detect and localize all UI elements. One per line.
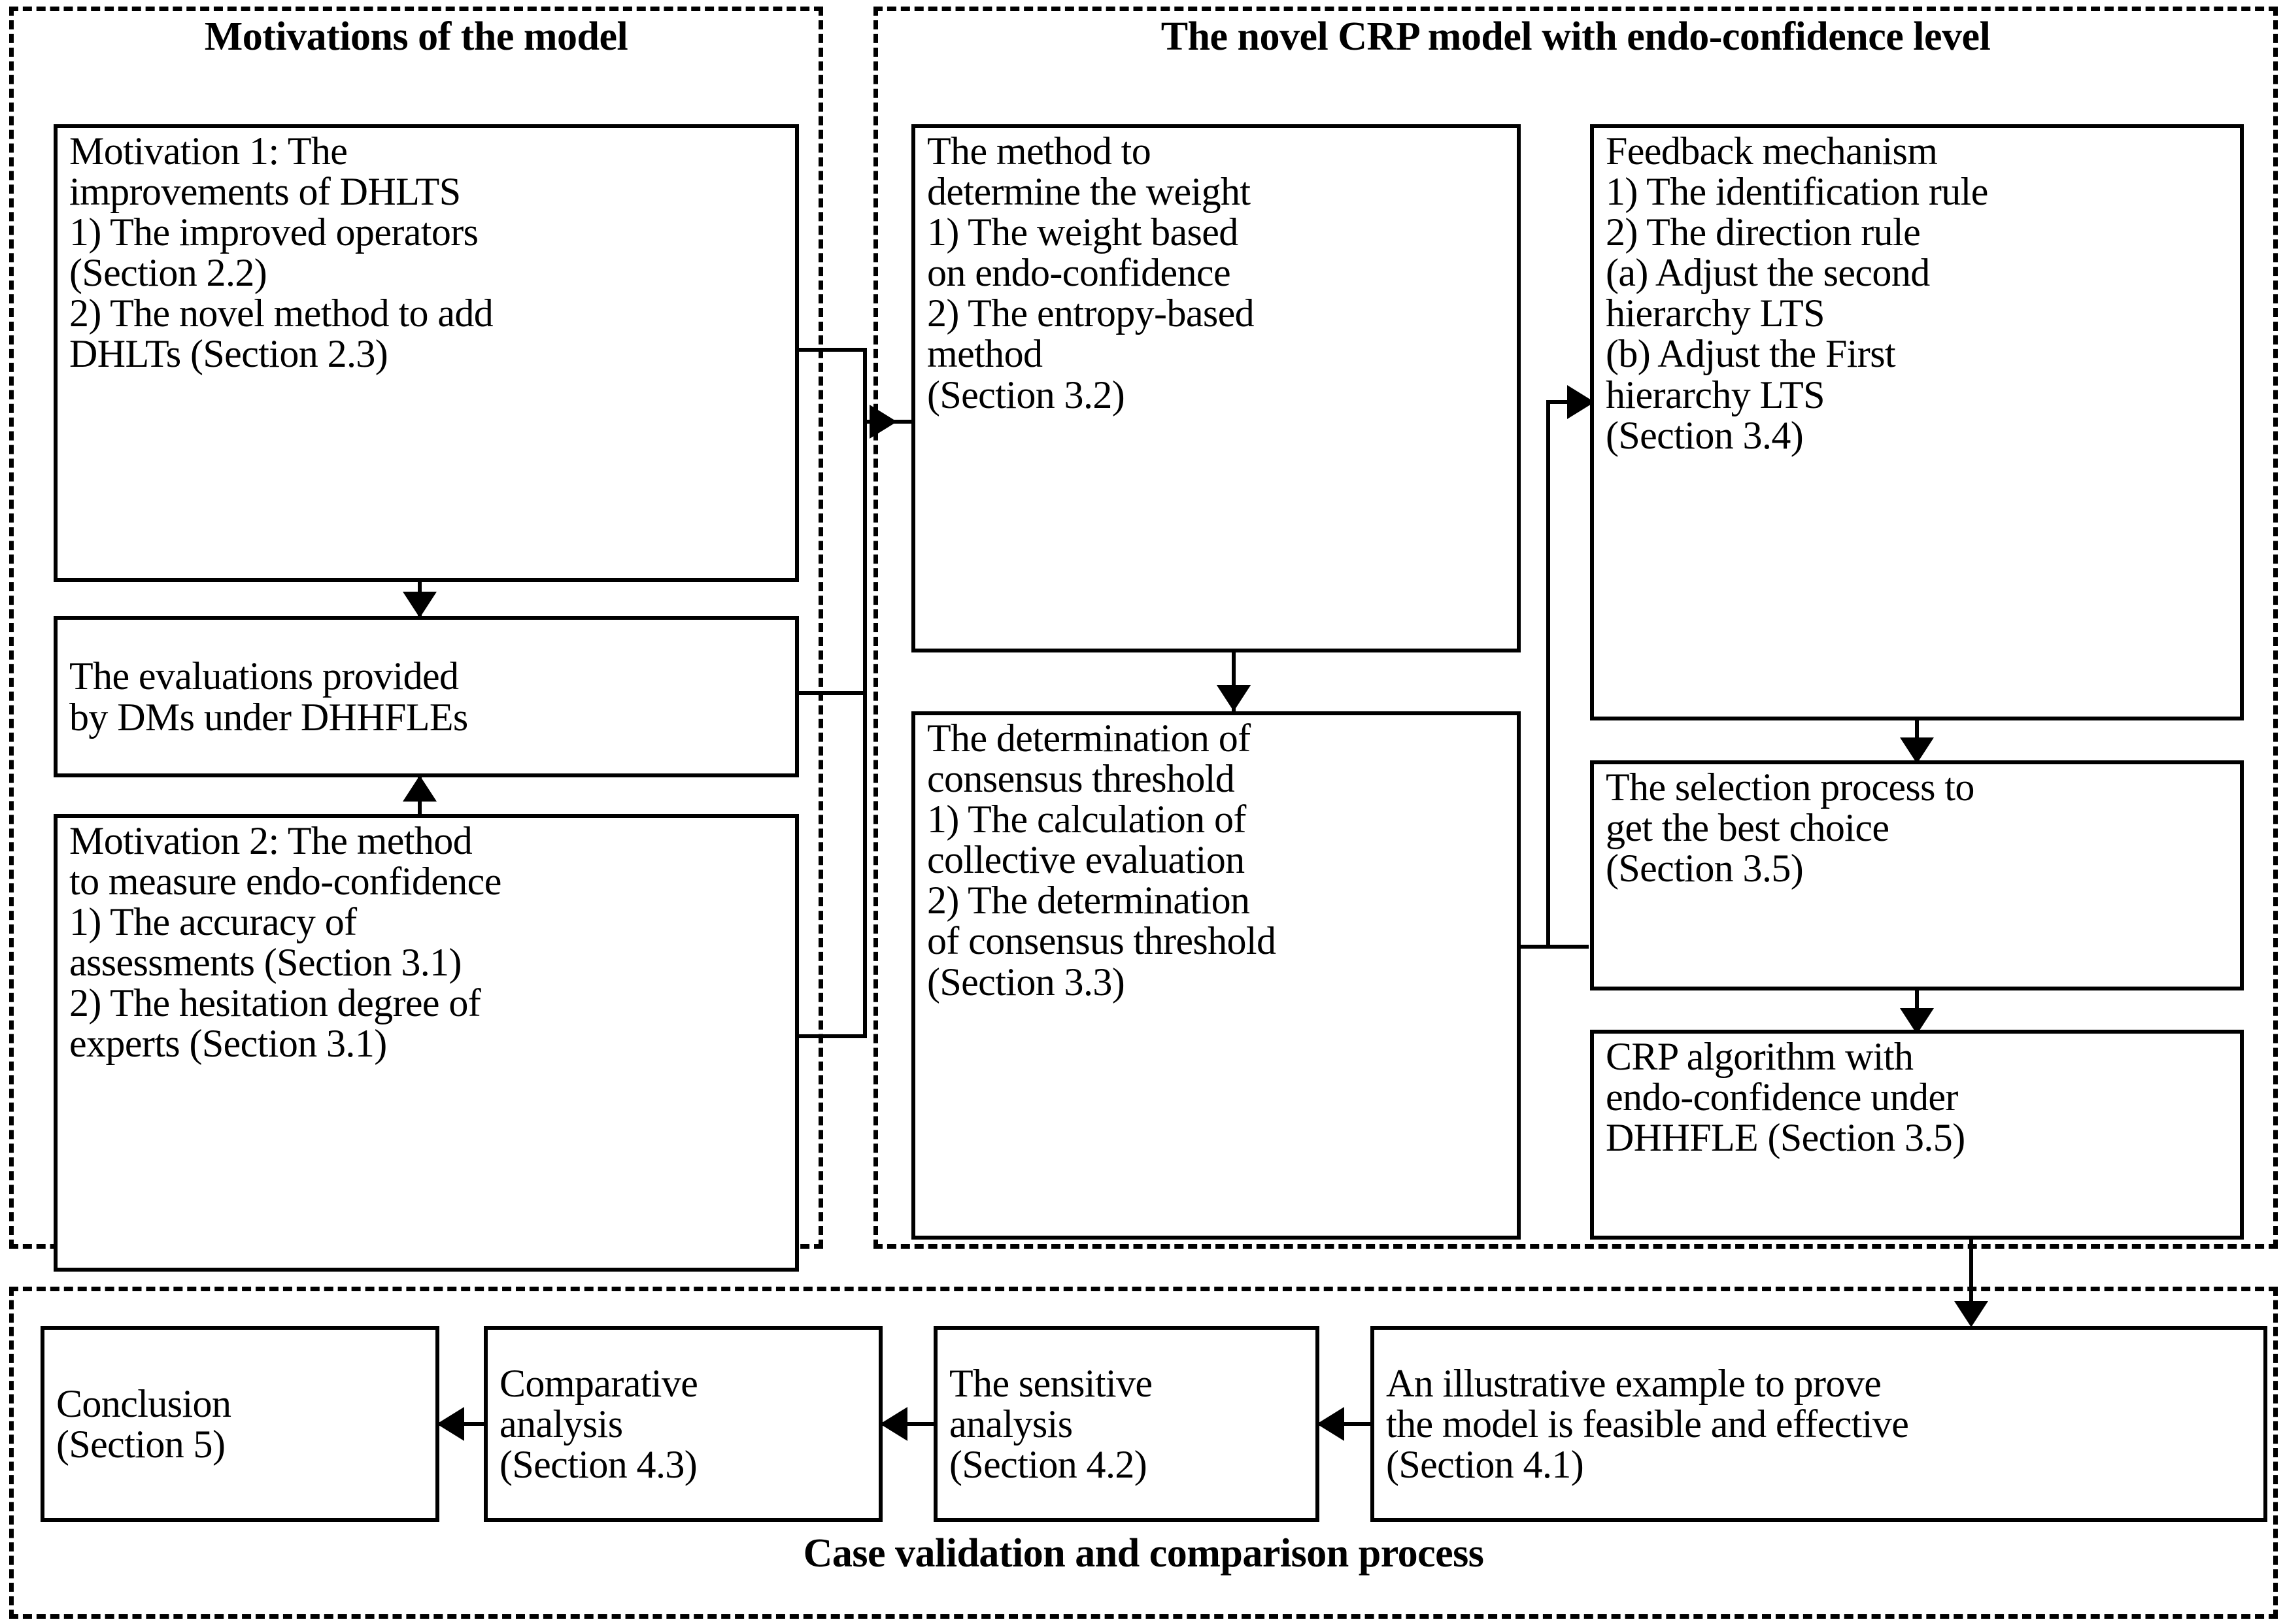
connector-stub-motivation1 (795, 348, 867, 352)
box-motivation-1-line-3: (Section 2.2) (69, 251, 267, 295)
box-comparative-analysis-line-2: (Section 4.3) (499, 1443, 698, 1487)
box-feedback-mechanism-line-6: hierarchy LTS (1606, 373, 1825, 416)
box-motivation-2-line-4: 2) The hesitation degree of (69, 981, 481, 1025)
box-weight-method-line-4: 2) The entropy-based (927, 292, 1255, 335)
box-comparative-analysis-line-1: analysis (499, 1402, 623, 1446)
box-consensus-threshold-line-2: 1) The calculation of (927, 798, 1246, 841)
box-evaluations[interactable]: The evaluations provided by DMs under DH… (54, 616, 799, 777)
panel-model-title: The novel CRP model with endo-confidence… (1160, 14, 1991, 59)
box-consensus-threshold-line-6: (Section 3.3) (927, 960, 1125, 1004)
arrow-weight-to-consensus (1217, 685, 1251, 711)
box-motivation-1-line-0: Motivation 1: The (69, 129, 348, 173)
box-crp-algorithm-line-2: DHHFLE (Section 3.5) (1606, 1116, 1965, 1160)
box-feedback-mechanism-line-3: (a) Adjust the second (1606, 251, 1930, 295)
box-comparative-analysis-line-0: Comparative (499, 1361, 698, 1405)
box-weight-method[interactable]: The method to determine the weight 1) Th… (911, 124, 1521, 652)
box-consensus-threshold-line-4: 2) The determination (927, 879, 1250, 922)
connector-crp-to-example (1969, 1240, 1973, 1323)
connector-consensus-riser (1546, 400, 1550, 949)
box-consensus-threshold-line-1: consensus threshold (927, 757, 1235, 801)
box-conclusion[interactable]: Conclusion (Section 5) (41, 1326, 439, 1522)
box-feedback-mechanism-line-4: hierarchy LTS (1606, 292, 1825, 335)
box-consensus-threshold-line-3: collective evaluation (927, 838, 1245, 882)
box-crp-algorithm-line-0: CRP algorithm with (1606, 1035, 1914, 1078)
box-weight-method-line-6: (Section 3.2) (927, 373, 1125, 416)
box-feedback-mechanism-line-1: 1) The identification rule (1606, 170, 1988, 214)
panel-motivations-title: Motivations of the model (204, 14, 628, 59)
arrow-motivation1-to-evaluations (403, 592, 437, 618)
box-motivation-2-line-2: 1) The accuracy of (69, 900, 357, 944)
panel-case-title: Case validation and comparison process (803, 1531, 1484, 1576)
box-motivation-1[interactable]: Motivation 1: The improvements of DHLTS … (54, 124, 799, 582)
box-conclusion-line-1: (Section 5) (56, 1423, 226, 1466)
box-selection-process-line-2: (Section 3.5) (1606, 847, 1804, 890)
arrow-crp-to-example (1954, 1301, 1988, 1327)
box-crp-algorithm-line-1: endo-confidence under (1606, 1075, 1958, 1119)
box-feedback-mechanism-line-7: (Section 3.4) (1606, 413, 1804, 457)
box-motivation-1-line-1: improvements of DHLTS (69, 170, 461, 214)
box-motivation-2[interactable]: Motivation 2: The method to measure endo… (54, 814, 799, 1272)
box-illustrative-example-line-1: the model is feasible and effective (1386, 1402, 1909, 1446)
connector-left-bus (863, 348, 867, 1038)
box-illustrative-example[interactable]: An illustrative example to prove the mod… (1370, 1326, 2267, 1522)
box-motivation-1-line-2: 1) The improved operators (69, 211, 479, 254)
box-consensus-threshold-line-5: of consensus threshold (927, 919, 1276, 963)
box-weight-method-line-1: determine the weight (927, 170, 1251, 214)
panel-case (9, 1287, 2278, 1619)
panel-model (873, 7, 2278, 1249)
box-motivation-2-line-3: assessments (Section 3.1) (69, 941, 462, 985)
box-evaluations-line-0: The evaluations provided (69, 654, 459, 698)
box-consensus-threshold[interactable]: The determination of consensus threshold… (911, 711, 1521, 1240)
box-motivation-1-line-4: 2) The novel method to add (69, 292, 494, 335)
arrow-feedback-to-selection (1900, 737, 1934, 764)
connector-consensus-stub (1517, 945, 1589, 949)
box-illustrative-example-line-2: (Section 4.1) (1386, 1443, 1584, 1487)
box-feedback-mechanism-line-2: 2) The direction rule (1606, 211, 1921, 254)
connector-weight-to-consensus (1232, 652, 1236, 711)
box-conclusion-line-0: Conclusion (56, 1381, 231, 1425)
box-feedback-mechanism-line-0: Feedback mechanism (1606, 129, 1938, 173)
connector-stub-motivation2 (795, 1034, 867, 1038)
box-sensitive-analysis-line-0: The sensitive (949, 1361, 1153, 1405)
connector-left-bus-to-weight (863, 420, 935, 424)
arrow-comparative-to-conclusion (437, 1407, 464, 1441)
box-sensitive-analysis[interactable]: The sensitive analysis (Section 4.2) (934, 1326, 1319, 1522)
box-motivation-2-line-0: Motivation 2: The method (69, 819, 473, 862)
box-illustrative-example-line-0: An illustrative example to prove (1386, 1361, 1882, 1405)
box-evaluations-line-1: by DMs under DHHFLEs (69, 695, 468, 739)
box-weight-method-line-5: method (927, 332, 1043, 376)
box-selection-process-line-0: The selection process to (1606, 766, 1974, 809)
box-weight-method-line-2: 1) The weight based (927, 211, 1238, 254)
box-feedback-mechanism[interactable]: Feedback mechanism 1) The identification… (1590, 124, 2244, 720)
box-weight-method-line-3: on endo-confidence (927, 251, 1231, 295)
box-motivation-1-line-5: DHLTs (Section 2.3) (69, 332, 388, 376)
box-consensus-threshold-line-0: The determination of (927, 717, 1251, 760)
arrow-sensitive-to-comparative (880, 1407, 907, 1441)
arrow-example-to-sensitive (1317, 1407, 1344, 1441)
connector-stub-evaluations (795, 691, 867, 695)
box-comparative-analysis[interactable]: Comparative analysis (Section 4.3) (484, 1326, 883, 1522)
box-feedback-mechanism-line-5: (b) Adjust the First (1606, 332, 1896, 376)
connector-example-to-sensitive (1319, 1422, 1370, 1426)
box-sensitive-analysis-line-2: (Section 4.2) (949, 1443, 1147, 1487)
box-selection-process-line-1: get the best choice (1606, 806, 1889, 850)
box-motivation-2-line-5: experts (Section 3.1) (69, 1022, 387, 1066)
box-selection-process[interactable]: The selection process to get the best ch… (1590, 760, 2244, 990)
box-crp-algorithm[interactable]: CRP algorithm with endo-confidence under… (1590, 1030, 2244, 1240)
box-weight-method-line-0: The method to (927, 129, 1151, 173)
box-motivation-2-line-1: to measure endo-confidence (69, 860, 501, 904)
connector-sensitive-to-comparative (883, 1422, 934, 1426)
arrow-motivation2-to-evaluations (403, 775, 437, 802)
box-sensitive-analysis-line-1: analysis (949, 1402, 1073, 1446)
